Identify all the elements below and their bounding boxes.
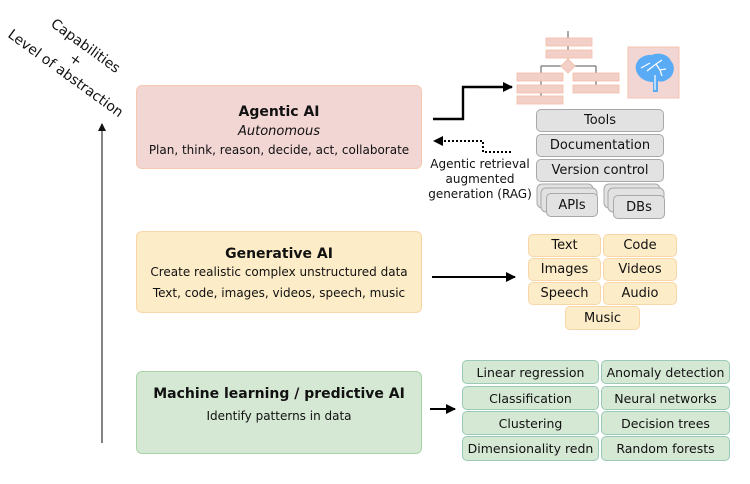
chip-speech: Speech	[528, 282, 601, 305]
tier-generative-ai: Generative AI Create realistic complex u…	[136, 231, 422, 313]
agentic-title: Agentic AI	[238, 104, 320, 120]
chip-decision-trees: Decision trees	[601, 411, 730, 435]
chip-clustering: Clustering	[462, 411, 599, 435]
rag-dotted-arrow	[433, 136, 511, 153]
brain-icon	[627, 46, 680, 99]
rag-label-line: Agentic retrieval	[430, 157, 530, 171]
chip-code: Code	[603, 234, 677, 257]
generative-subtitle: Create realistic complex unstructured da…	[150, 265, 408, 279]
rag-label: Agentic retrieval augmented generation (…	[420, 157, 540, 202]
agentic-action-arrow	[433, 82, 513, 121]
chip-version-control: Version control	[536, 159, 664, 182]
generative-title: Generative AI	[225, 246, 333, 262]
chip-text: Text	[528, 234, 601, 257]
chip-neural-networks: Neural networks	[601, 386, 730, 410]
rag-label-line: augmented	[445, 172, 515, 186]
chip-anomaly-detection: Anomaly detection	[601, 360, 730, 384]
chip-linear-regression: Linear regression	[462, 360, 599, 384]
flowchart-icon	[516, 31, 620, 105]
chip-dbs: DBs	[613, 195, 665, 219]
ml-subtitle: Identify patterns in data	[206, 409, 352, 423]
ml-title: Machine learning / predictive AI	[153, 386, 405, 402]
agentic-subtitle: Autonomous	[237, 124, 320, 139]
chip-random-forests: Random forests	[601, 436, 730, 461]
chip-tools: Tools	[536, 109, 664, 132]
tier-agentic-ai: Agentic AI Autonomous Plan, think, reaso…	[136, 85, 422, 169]
generative-description: Text, code, images, videos, speech, musi…	[152, 286, 406, 300]
tier-machine-learning: Machine learning / predictive AI Identif…	[136, 371, 422, 454]
chip-videos: Videos	[603, 258, 677, 281]
rag-label-line: generation (RAG)	[428, 187, 532, 201]
chip-documentation: Documentation	[536, 134, 664, 157]
chip-apis: APIs	[546, 193, 598, 217]
chip-classification: Classification	[462, 386, 599, 410]
agentic-description: Plan, think, reason, decide, act, collab…	[148, 143, 410, 157]
chip-music: Music	[565, 306, 640, 330]
chip-dimensionality-reduction: Dimensionality redn	[462, 436, 599, 461]
chip-audio: Audio	[603, 282, 677, 305]
chip-images: Images	[528, 258, 601, 281]
